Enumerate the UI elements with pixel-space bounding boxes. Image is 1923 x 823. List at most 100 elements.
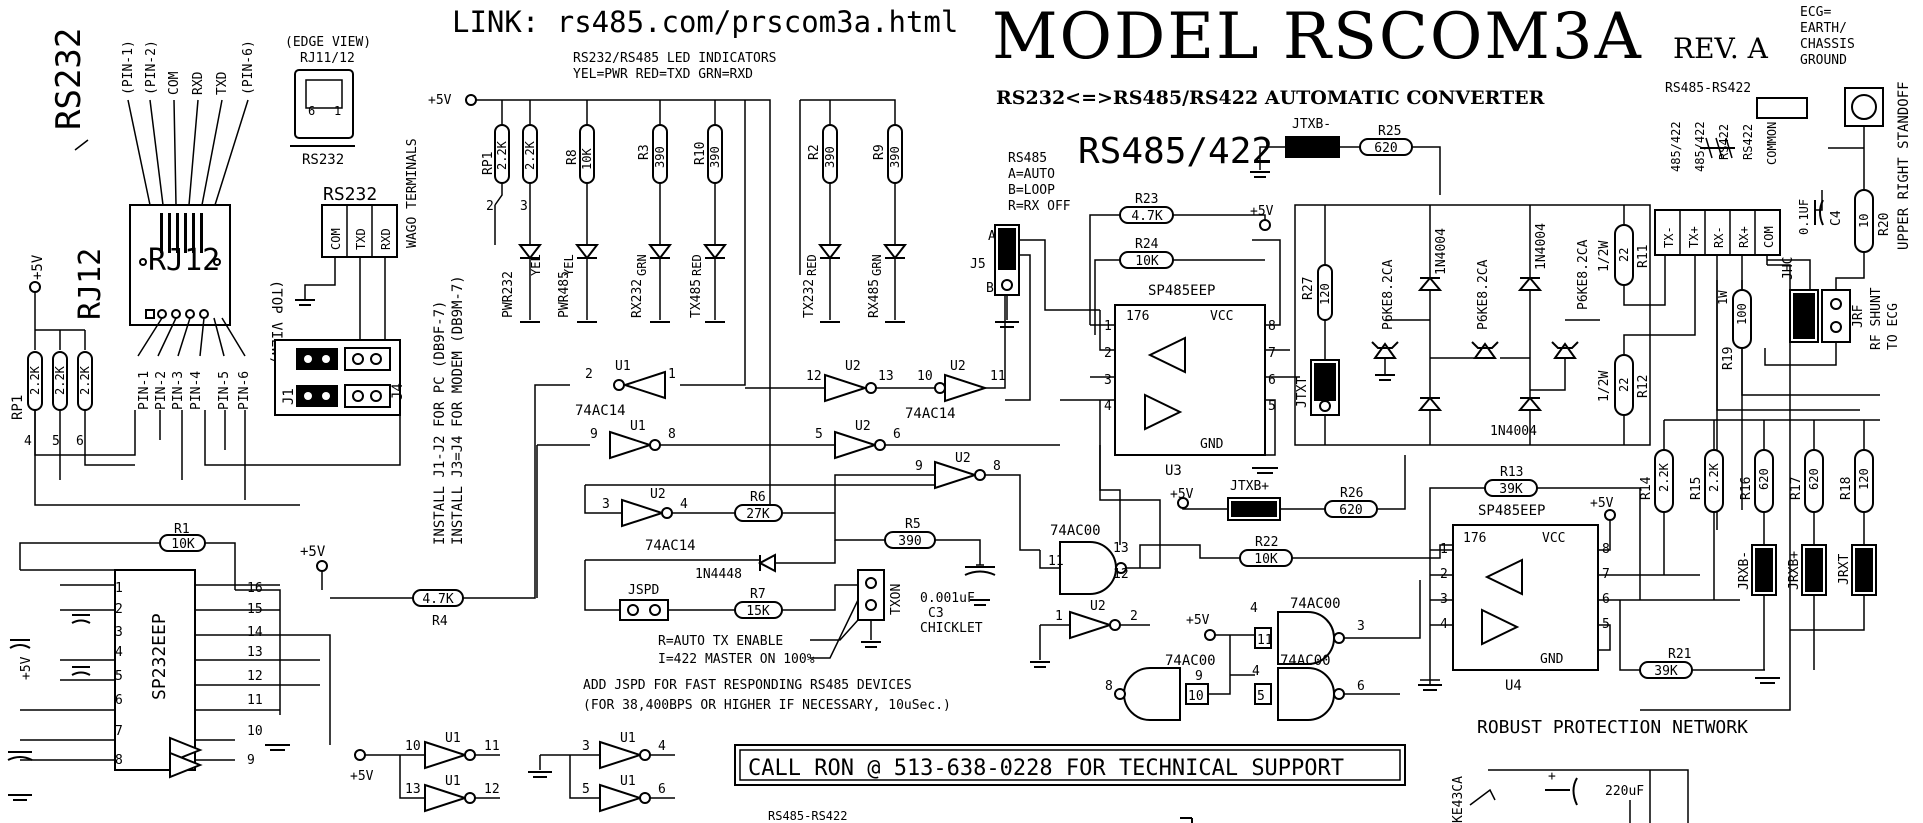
txon-label: TXON <box>889 584 904 615</box>
svg-text:COM: COM <box>167 71 182 95</box>
svg-text:12: 12 <box>484 782 500 797</box>
svg-text:PIN-4: PIN-4 <box>189 371 204 410</box>
protection-frame <box>1294 204 1651 446</box>
jtxb-minus-jumper[interactable] <box>1285 136 1340 158</box>
svg-text:4: 4 <box>1252 664 1260 679</box>
r20-label: R20 <box>1877 213 1892 236</box>
svg-text:RP1: RP1 <box>481 152 496 175</box>
led-resistors: 2.2K 2.2K 10K 390 390 390 390 RP1 R8 R3 … <box>481 124 903 214</box>
svg-text:3: 3 <box>520 199 528 214</box>
svg-text:3: 3 <box>582 739 590 754</box>
r7-resistor <box>734 601 783 619</box>
wago-label: WAGO TERMINALS <box>405 138 420 248</box>
bias-jumpers: JRXB- JRXB+ JRXT <box>1737 544 1877 596</box>
svg-text:14: 14 <box>247 625 263 640</box>
u3-vcc-label: +5V <box>1250 204 1274 219</box>
svg-text:5: 5 <box>115 669 123 684</box>
svg-text:16: 16 <box>247 581 263 596</box>
svg-text:4: 4 <box>1250 601 1258 616</box>
svg-text:PWR485: PWR485 <box>557 271 572 318</box>
svg-text:8: 8 <box>1268 319 1276 334</box>
jspd-label: JSPD <box>628 583 659 598</box>
svg-text:R2: R2 <box>807 144 822 160</box>
svg-text:GND: GND <box>1200 437 1224 452</box>
c4-label: C4 <box>1829 210 1844 226</box>
jtxt-label: JTXT <box>1295 377 1310 408</box>
jrf-jumper[interactable] <box>1821 289 1851 343</box>
bias-resistors: 2.2K 2.2K 620 620 120 R14 R15 R16 R17 R1… <box>1639 449 1874 513</box>
svg-text:390: 390 <box>823 146 837 168</box>
rev-label: REV. A <box>1673 32 1769 65</box>
svg-text:R9: R9 <box>872 144 887 160</box>
svg-text:1: 1 <box>1055 609 1063 624</box>
svg-text:10: 10 <box>1857 214 1871 228</box>
svg-text:U2: U2 <box>855 419 871 434</box>
svg-text:1N4004: 1N4004 <box>1490 424 1537 439</box>
svg-text:2: 2 <box>486 199 494 214</box>
r19-resistor <box>1732 289 1752 349</box>
rp1-label: RP1 <box>10 395 26 420</box>
svg-text:6: 6 <box>308 104 315 118</box>
svg-text:176: 176 <box>1463 531 1486 546</box>
r25-label: R25 <box>1378 124 1401 139</box>
svg-text:RX+: RX+ <box>1737 226 1751 248</box>
svg-text:U2: U2 <box>845 359 861 374</box>
svg-text:RX-: RX- <box>1712 226 1726 248</box>
r23-resistor <box>1119 206 1174 224</box>
svg-text:390: 390 <box>653 146 667 168</box>
svg-text:13: 13 <box>878 369 894 384</box>
svg-text:390: 390 <box>898 534 921 549</box>
svg-text:176: 176 <box>1126 309 1149 324</box>
jhc-label: JHC <box>1781 257 1796 280</box>
svg-text:1: 1 <box>334 104 341 118</box>
rj12-pin-labels-top: (PIN-1) (PIN-2) COM RXD TXD (PIN-6) <box>121 40 256 95</box>
svg-text:GRN: GRN <box>635 254 649 276</box>
r25-resistor <box>1359 138 1413 156</box>
svg-text:TX-: TX- <box>1662 226 1676 248</box>
svg-text:100: 100 <box>1735 303 1749 325</box>
svg-text:22: 22 <box>1617 378 1631 392</box>
r13-label: R13 <box>1500 465 1523 480</box>
svg-text:6: 6 <box>893 427 901 442</box>
svg-text:11: 11 <box>247 693 263 708</box>
svg-text:TX485: TX485 <box>689 279 704 318</box>
svg-text:1: 1 <box>668 367 676 382</box>
j4-label: J4 <box>390 383 406 400</box>
terminal-column-labels: 485/422 485/422 RS422 RS422 COMMON <box>1669 121 1779 172</box>
svg-text:U2: U2 <box>950 359 966 374</box>
svg-text:PIN-2: PIN-2 <box>154 371 169 410</box>
note-422-master: I=422 MASTER ON 100% <box>658 652 815 667</box>
svg-text:TX232: TX232 <box>802 279 817 318</box>
svg-text:12: 12 <box>1113 567 1129 582</box>
svg-text:5: 5 <box>815 427 823 442</box>
nand-gate-lower-left: 10 74AC00 9 8 <box>1105 653 1216 721</box>
svg-text:620: 620 <box>1807 468 1821 490</box>
vcc-label: +5V <box>30 254 46 280</box>
svg-text:1/2W: 1/2W <box>1597 371 1612 402</box>
led-name-labels: PWR232 PWR485 RX232 TX485 TX232 RX485 <box>501 271 882 318</box>
svg-text:39K: 39K <box>1654 664 1678 679</box>
svg-text:GND: GND <box>1540 652 1564 667</box>
rp1-resistors: 2.2K 2.2K 2.2K <box>27 351 93 411</box>
u4-ic-label: SP485EEP <box>1478 503 1545 519</box>
svg-text:5: 5 <box>52 434 60 449</box>
install-note-1: INSTALL J1-J2 FOR PC (DB9F-7) <box>432 301 448 545</box>
svg-text:485/422: 485/422 <box>1669 121 1683 172</box>
svg-text:2.2K: 2.2K <box>53 365 67 395</box>
svg-text:6: 6 <box>658 782 666 797</box>
svg-text:1: 1 <box>115 581 123 596</box>
svg-text:U1: U1 <box>445 731 461 746</box>
svg-text:A=AUTO: A=AUTO <box>1008 167 1055 182</box>
edge-view-label: (EDGE VIEW) <box>285 35 371 50</box>
subtitle: RS232<=>RS485/RS422 AUTOMATIC CONVERTER <box>996 87 1545 109</box>
j1-label: J1 <box>281 388 297 405</box>
svg-text:TX+: TX+ <box>1687 226 1701 248</box>
svg-text:3: 3 <box>1104 373 1112 388</box>
sp232-driver-2 <box>169 751 203 779</box>
svg-text:VCC: VCC <box>1210 309 1233 324</box>
svg-text:10: 10 <box>405 739 421 754</box>
